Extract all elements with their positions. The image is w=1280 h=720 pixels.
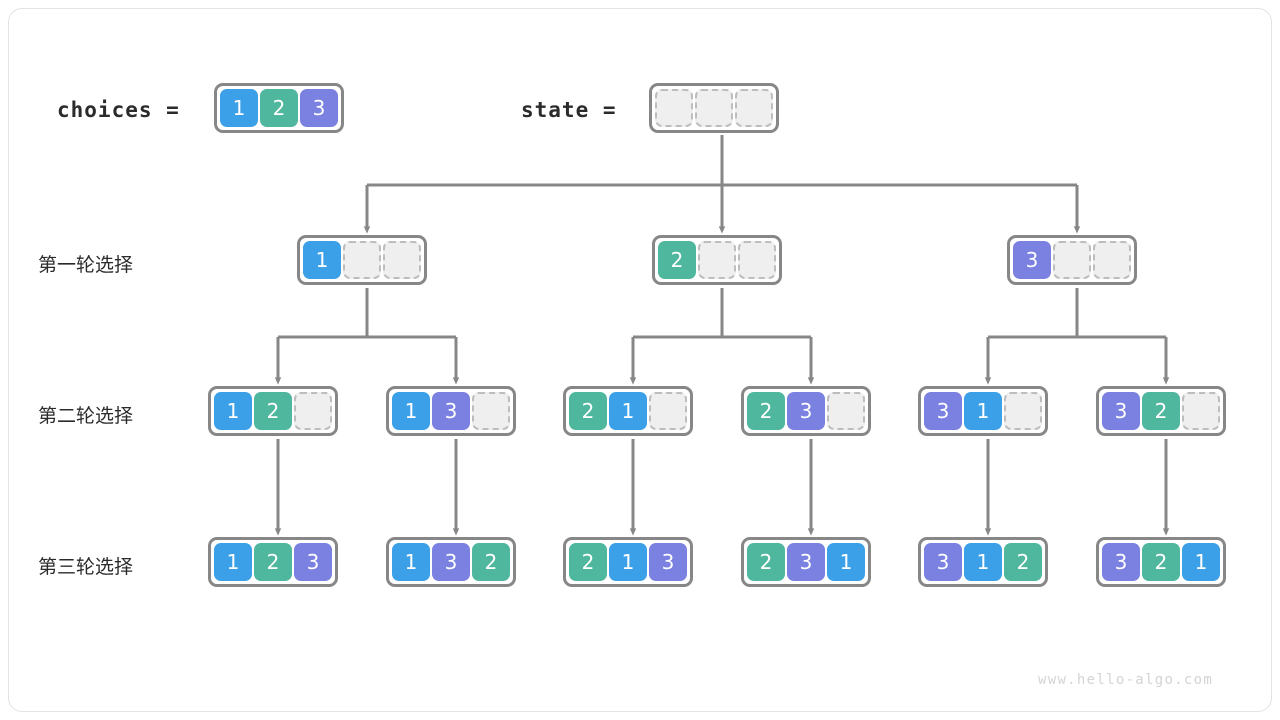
row-label-round-1: 第一轮选择 [38, 254, 134, 276]
array-cell-value: 2 [260, 89, 298, 127]
array-cell-value: 1 [964, 543, 1002, 581]
array-cell-value: 2 [1142, 543, 1180, 581]
array-cell-value: 3 [787, 392, 825, 430]
array-cell-value: 2 [658, 241, 696, 279]
array-cell-value: 2 [472, 543, 510, 581]
array-cell-value: 2 [254, 392, 292, 430]
array-cell-empty [827, 392, 865, 430]
array-cell-empty [738, 241, 776, 279]
array-cell-empty [472, 392, 510, 430]
array-cell-value: 2 [254, 543, 292, 581]
watermark: www.hello-algo.com [1038, 672, 1214, 688]
array-cell-value: 3 [432, 392, 470, 430]
array-level1-node-1: 1 [297, 235, 427, 285]
array-cell-value: 1 [214, 543, 252, 581]
array-cell-value: 1 [609, 392, 647, 430]
array-cell-value: 1 [214, 392, 252, 430]
row-label-round-2: 第二轮选择 [38, 405, 134, 427]
array-cell-value: 2 [1004, 543, 1042, 581]
array-cell-empty [343, 241, 381, 279]
array-cell-value: 1 [609, 543, 647, 581]
diagram-frame [8, 8, 1272, 712]
array-cell-value: 2 [569, 543, 607, 581]
array-cell-empty [294, 392, 332, 430]
array-cell-value: 3 [1102, 392, 1140, 430]
array-cell-value: 3 [649, 543, 687, 581]
array-cell-empty [1182, 392, 1220, 430]
array-cell-empty [655, 89, 693, 127]
array-cell-value: 3 [300, 89, 338, 127]
state-label: state = [521, 98, 617, 122]
choices-label: choices = [57, 98, 180, 122]
array-cell-value: 1 [392, 543, 430, 581]
array-cell-value: 3 [924, 392, 962, 430]
array-cell-value: 3 [1102, 543, 1140, 581]
array-cell-empty [1093, 241, 1131, 279]
array-cell-value: 1 [827, 543, 865, 581]
row-label-round-3: 第三轮选择 [38, 556, 134, 578]
array-cell-empty [698, 241, 736, 279]
array-cell-empty [1004, 392, 1042, 430]
array-cell-value: 1 [1182, 543, 1220, 581]
array-cell-value: 1 [964, 392, 1002, 430]
array-cell-value: 3 [294, 543, 332, 581]
array-cell-empty [383, 241, 421, 279]
array-cell-value: 1 [303, 241, 341, 279]
array-cell-value: 2 [1142, 392, 1180, 430]
array-cell-value: 3 [787, 543, 825, 581]
array-level1-node-2: 2 [652, 235, 782, 285]
array-cell-value: 2 [569, 392, 607, 430]
array-cell-empty [695, 89, 733, 127]
array-level1-node-3: 3 [1007, 235, 1137, 285]
array-cell-value: 1 [392, 392, 430, 430]
array-cell-value: 3 [1013, 241, 1051, 279]
array-cell-value: 3 [432, 543, 470, 581]
array-cell-value: 2 [747, 392, 785, 430]
array-cell-value: 2 [747, 543, 785, 581]
array-cell-empty [1053, 241, 1091, 279]
array-cell-empty [735, 89, 773, 127]
array-cell-empty [649, 392, 687, 430]
array-cell-value: 3 [924, 543, 962, 581]
array-cell-value: 1 [220, 89, 258, 127]
array-state-root [649, 83, 779, 133]
